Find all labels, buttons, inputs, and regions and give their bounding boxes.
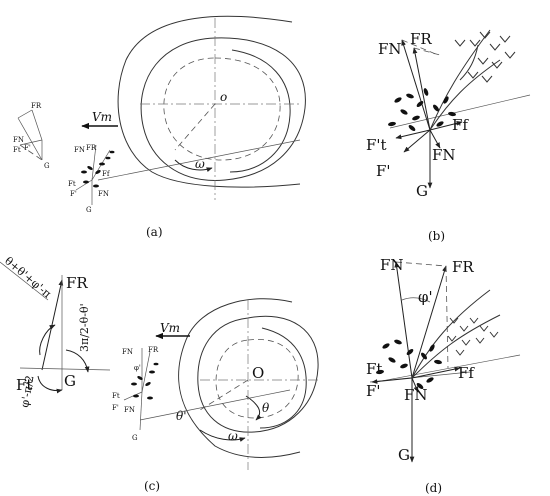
cluster-c-phi: φ' <box>134 364 141 372</box>
panel-a: o Vm ω FR FN Ft F' G <box>13 15 306 239</box>
center-label-o: o <box>220 90 227 104</box>
b-grain-ears <box>454 31 516 83</box>
b-grains <box>388 88 456 131</box>
roller-outer-shell <box>117 15 301 188</box>
cluster-a-ff: Ff <box>102 170 111 178</box>
cluster-c-fn: FN <box>122 348 133 356</box>
d-grains <box>376 339 442 389</box>
panel-d: FN FR φ' Ft Ff F' FN G (d) <box>366 256 521 495</box>
force-polygon-inset: FR FN Ft F' G <box>13 102 50 170</box>
d-label-g: G <box>398 446 410 464</box>
inset-label-fr: FR <box>31 102 42 110</box>
c-label-fr: FR <box>66 274 88 292</box>
caption-c: (c) <box>144 479 160 493</box>
c-theta-label: θ <box>262 401 270 415</box>
panel-b: FN FR Ff F't F' FN G (b) <box>366 29 531 243</box>
c-angle-top: θ+θ'+φ'-π <box>2 254 54 300</box>
radial-line <box>174 103 216 151</box>
inset-label-g: G <box>44 162 50 170</box>
c-label-ft: Ft <box>16 376 32 394</box>
cam-inner-dashed <box>163 57 281 161</box>
c-slant-ref <box>0 261 49 301</box>
velocity-label: Vm <box>92 110 112 124</box>
b-label-ft: F't <box>366 136 387 154</box>
d-ff-arrow <box>411 366 461 379</box>
omega-label: ω <box>195 157 205 171</box>
d-label-fprime: F' <box>366 382 381 400</box>
d-grain-ears <box>447 317 499 356</box>
cluster-a-fn: FN <box>74 146 85 154</box>
d-fprime-arrow <box>371 377 413 384</box>
b-label-ff: Ff <box>452 116 469 134</box>
c-angle-bottom: φ'-π/2 <box>18 374 36 408</box>
cam-inner-arc <box>229 49 291 173</box>
cluster-a-ft: Ft <box>68 180 76 188</box>
caption-a: (a) <box>146 225 163 239</box>
cluster-c-fprime: F' <box>112 404 119 412</box>
b-ff-arrow <box>429 120 463 131</box>
b-fn-arrow <box>401 39 431 131</box>
b-tangent-line <box>389 94 531 129</box>
cluster-a-fprime: F' <box>70 190 77 198</box>
b-label-fn2: FN <box>432 146 456 164</box>
caption-d: (d) <box>425 481 442 495</box>
grain-cluster-c: FN FR φ' Ft F' FN G <box>112 346 159 442</box>
inset-label-fn: FN <box>13 136 24 144</box>
d-fn-arrow <box>394 261 413 379</box>
b-label-fprime: F' <box>376 162 391 180</box>
cluster-c-g: G <box>132 434 138 442</box>
d-stalk <box>411 289 491 379</box>
c-omega-label: ω <box>228 429 238 443</box>
c-cam-outer <box>197 315 319 433</box>
tangent-line <box>97 139 301 181</box>
d-label-phi: φ' <box>418 288 433 306</box>
b-stalk <box>429 29 491 131</box>
d-label-fn: FN <box>380 256 404 274</box>
d-fr-arrow <box>411 265 447 379</box>
b-label-fr: FR <box>410 30 432 48</box>
b-fprime-arrow <box>403 129 431 153</box>
b-label-g: G <box>416 182 428 200</box>
d-label-ff: Ff <box>458 364 475 382</box>
caption-b: (b) <box>428 229 445 243</box>
c-tangent-line <box>139 389 291 421</box>
c-outer-shell <box>178 298 301 458</box>
cluster-c-ft: Ft <box>112 392 120 400</box>
inset-label-fprime: F' <box>24 144 31 152</box>
panel-c: θ+θ'+φ'-π 3π/2-θ-θ' φ'-π/2 FR Ft G O θ θ… <box>0 254 320 493</box>
cluster-c-fn2: FN <box>124 406 135 414</box>
grain-cluster-a: FN FR Ff Ft F' FN G <box>68 144 115 214</box>
b-ft-arrow <box>395 129 431 140</box>
cam-outer-profile <box>140 37 306 181</box>
d-label-fn2: FN <box>404 386 428 404</box>
d-label-ft: Ft <box>366 360 382 378</box>
d-tangent-line <box>375 354 521 383</box>
b-fn2-arrow <box>429 129 441 149</box>
d-label-fr: FR <box>452 258 474 276</box>
cluster-c-fr: FR <box>148 346 159 354</box>
c-label-g: G <box>64 372 76 390</box>
inset-label-ft: Ft <box>13 146 21 154</box>
c-angle-right: 3π/2-θ-θ' <box>78 303 91 352</box>
cluster-a-g: G <box>86 206 92 214</box>
c-horizontal-ref <box>19 367 111 371</box>
cluster-a-fr: FR <box>86 144 97 152</box>
c-center-label: O <box>252 364 264 382</box>
b-label-fn: FN <box>378 40 402 58</box>
d-fn2-arrow <box>411 377 419 393</box>
c-velocity-label: Vm <box>160 321 180 335</box>
c-theta-prime-label: θ' <box>176 409 187 423</box>
omega-arc <box>174 159 213 172</box>
cluster-a-fn2: FN <box>98 190 109 198</box>
b-fr-arrow <box>412 47 431 131</box>
